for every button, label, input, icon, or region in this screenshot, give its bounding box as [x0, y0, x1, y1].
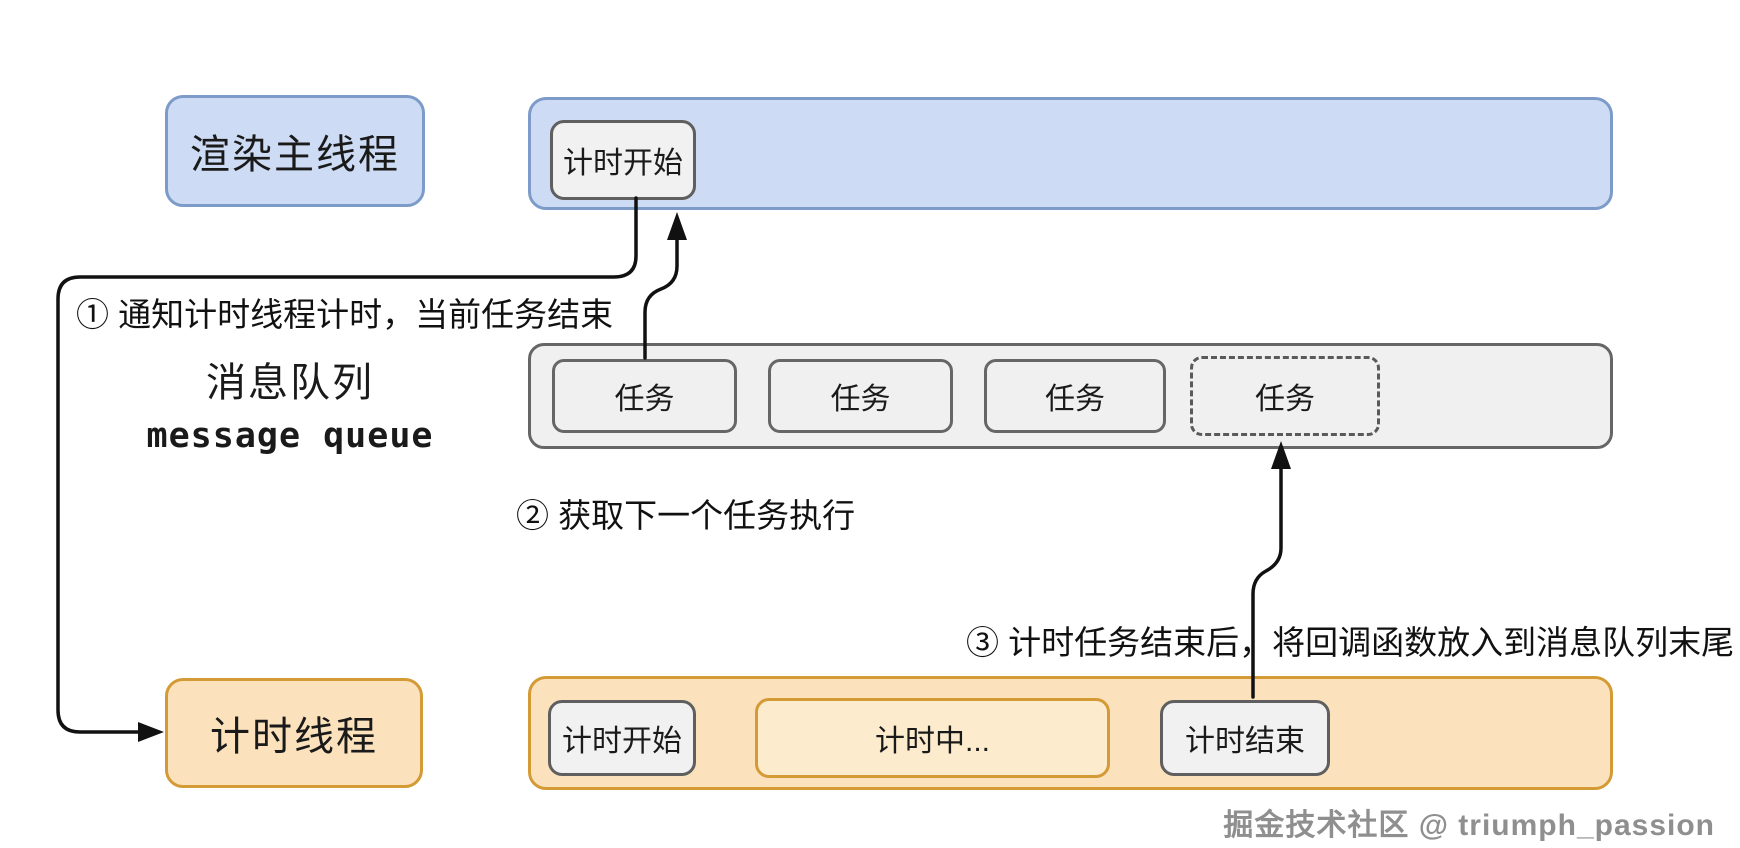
timer-end-box: 计时结束	[1160, 700, 1330, 776]
message-queue-label-en: message queue	[146, 416, 434, 456]
annotation-step1: ① 通知计时线程计时，当前任务结束	[76, 296, 614, 333]
timing-in-progress-box: 计时中...	[755, 698, 1110, 778]
arrowhead-fetch-next-task	[667, 212, 687, 240]
timer-thread-label: 计时线程	[165, 678, 423, 788]
queue-task-1: 任务	[552, 359, 737, 433]
queue-task-pending-dashed: 任务	[1190, 356, 1380, 436]
timer-start-box: 计时开始	[548, 700, 696, 776]
annotation-step2: ② 获取下一个任务执行	[516, 497, 856, 534]
arrow-fetch-next-task	[643, 236, 679, 360]
arrow-notify-timer-thread	[56, 196, 638, 734]
message-queue-label-zh: 消息队列	[206, 361, 374, 405]
render-main-thread-label: 渲染主线程	[165, 95, 425, 207]
queue-task-3: 任务	[984, 359, 1166, 433]
queue-task-2: 任务	[768, 359, 953, 433]
annotation-step3: ③ 计时任务结束后，将回调函数放入到消息队列末尾	[966, 624, 1735, 661]
arrowhead-notify-timer-thread	[138, 722, 164, 742]
message-queue-label: 消息队列 message queue	[95, 355, 485, 456]
timer-start-call-box: 计时开始	[550, 120, 696, 200]
render-main-thread-timeline	[528, 97, 1613, 210]
watermark-credit: 掘金技术社区 @ triumph_passion	[1223, 809, 1715, 842]
